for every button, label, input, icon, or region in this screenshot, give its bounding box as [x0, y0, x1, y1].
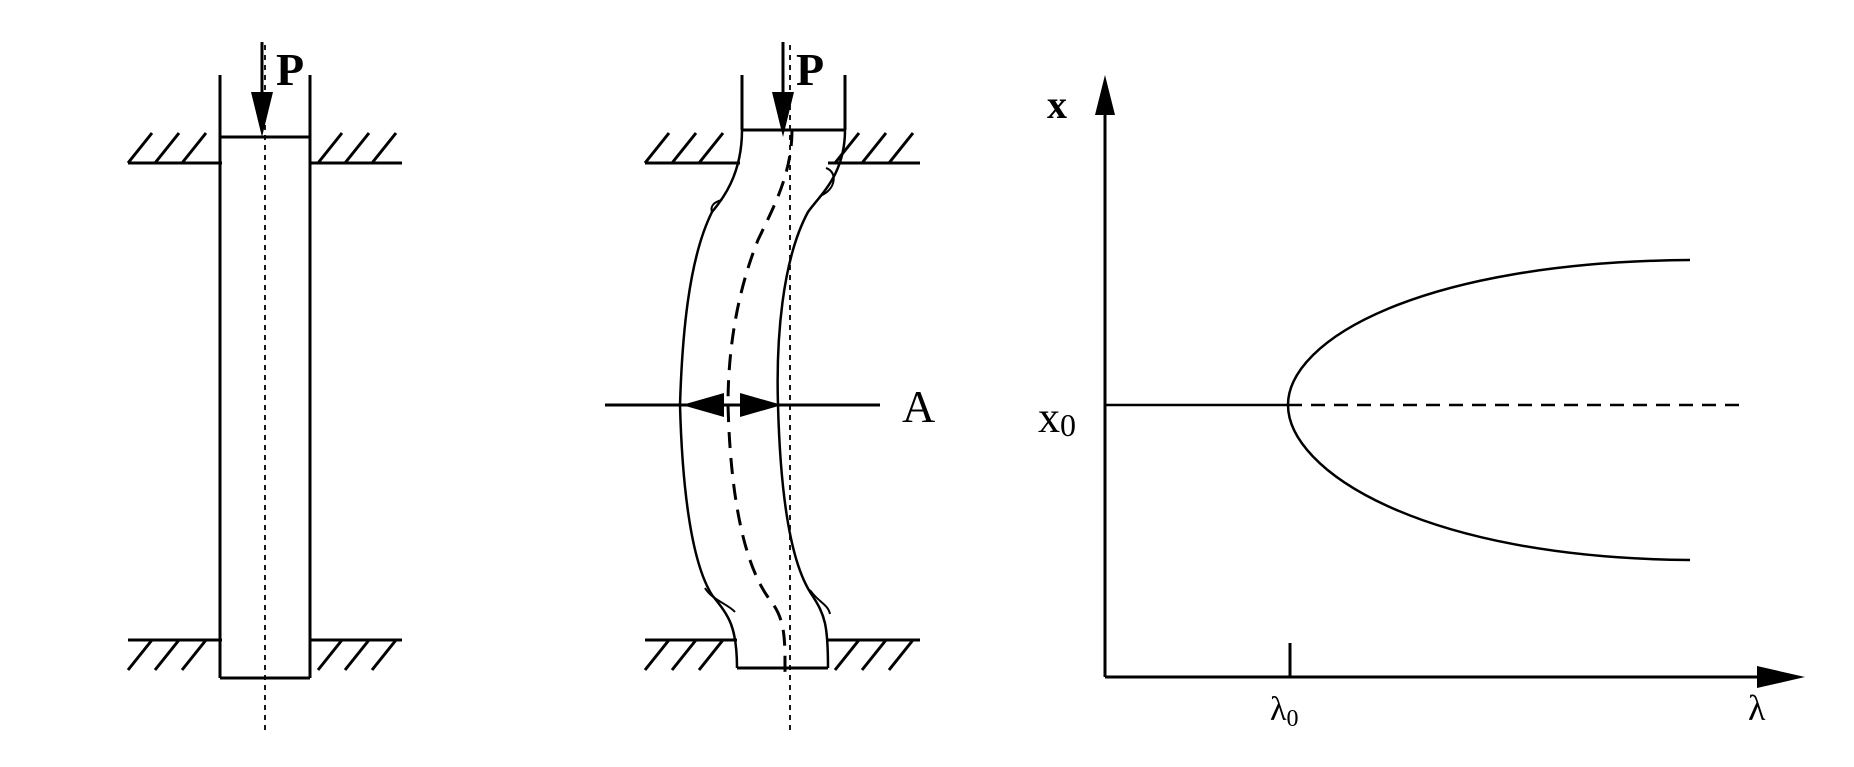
panel-bifurcation-diagram: x λ λ0 x0	[1038, 75, 1805, 732]
bottom-left-flange-curl	[704, 587, 736, 613]
equilibrium-level-label: x0	[1038, 393, 1076, 443]
panel-straight-column: P	[126, 42, 402, 735]
top-support-hatching	[126, 132, 398, 164]
x-axis-arrow-head	[1757, 666, 1805, 688]
load-arrow-head	[251, 92, 273, 137]
top-right-flange-curl	[819, 167, 835, 197]
x-axis-label: λ	[1748, 688, 1766, 728]
critical-point-label-subscript: 0	[1287, 706, 1299, 732]
y-axis-label: x	[1047, 82, 1067, 127]
y-axis-arrow-head	[1095, 75, 1115, 115]
amplitude-label: A	[902, 381, 935, 432]
bottom-support-hatching	[126, 639, 398, 671]
column-right-edge-buckled	[776, 129, 847, 669]
load-arrow-head	[772, 92, 794, 137]
critical-point-label-main: λ	[1270, 691, 1287, 728]
top-support-hatching	[643, 132, 915, 164]
upper-buckled-branch	[1286, 258, 1691, 406]
amplitude-arrow-right-head	[740, 393, 782, 417]
bottom-right-flange-curl	[809, 589, 831, 615]
critical-point-label: λ0	[1270, 691, 1299, 732]
equilibrium-level-label-main: x	[1038, 393, 1060, 442]
amplitude-arrow-left-head	[682, 393, 724, 417]
panel-buckled-column: P A	[605, 42, 935, 735]
lower-buckled-branch	[1286, 404, 1691, 562]
load-label: P	[796, 44, 824, 95]
equilibrium-level-label-subscript: 0	[1060, 407, 1076, 443]
buckled-centerline	[726, 129, 794, 679]
load-label: P	[276, 44, 304, 95]
bottom-support-hatching	[643, 639, 915, 671]
top-left-flange-curl	[710, 199, 723, 213]
